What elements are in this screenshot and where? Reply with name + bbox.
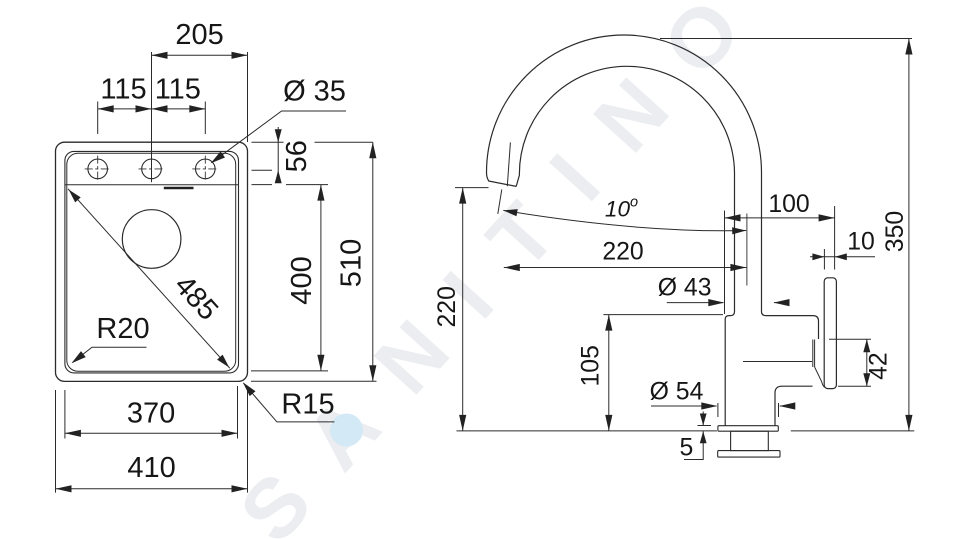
svg-text:400: 400 xyxy=(286,256,318,304)
svg-text:Ø 35: Ø 35 xyxy=(283,75,346,107)
svg-text:115: 115 xyxy=(100,74,146,106)
svg-text:205: 205 xyxy=(175,19,223,51)
svg-text:Ø 43: Ø 43 xyxy=(658,274,712,301)
svg-text:R15: R15 xyxy=(281,388,334,420)
svg-text:R20: R20 xyxy=(96,313,149,345)
svg-text:220: 220 xyxy=(434,286,461,327)
svg-text:10: 10 xyxy=(847,229,875,256)
svg-text:370: 370 xyxy=(127,397,175,429)
svg-text:105: 105 xyxy=(577,345,604,386)
svg-text:410: 410 xyxy=(127,452,175,484)
svg-text:115: 115 xyxy=(155,74,201,106)
svg-text:100: 100 xyxy=(768,191,809,218)
svg-text:220: 220 xyxy=(602,239,643,266)
svg-text:350: 350 xyxy=(882,211,909,252)
svg-text:56: 56 xyxy=(281,140,313,172)
svg-text:5: 5 xyxy=(680,434,694,461)
svg-text:510: 510 xyxy=(336,239,368,287)
svg-text:Ø 54: Ø 54 xyxy=(650,379,704,406)
svg-text:42: 42 xyxy=(866,352,893,380)
